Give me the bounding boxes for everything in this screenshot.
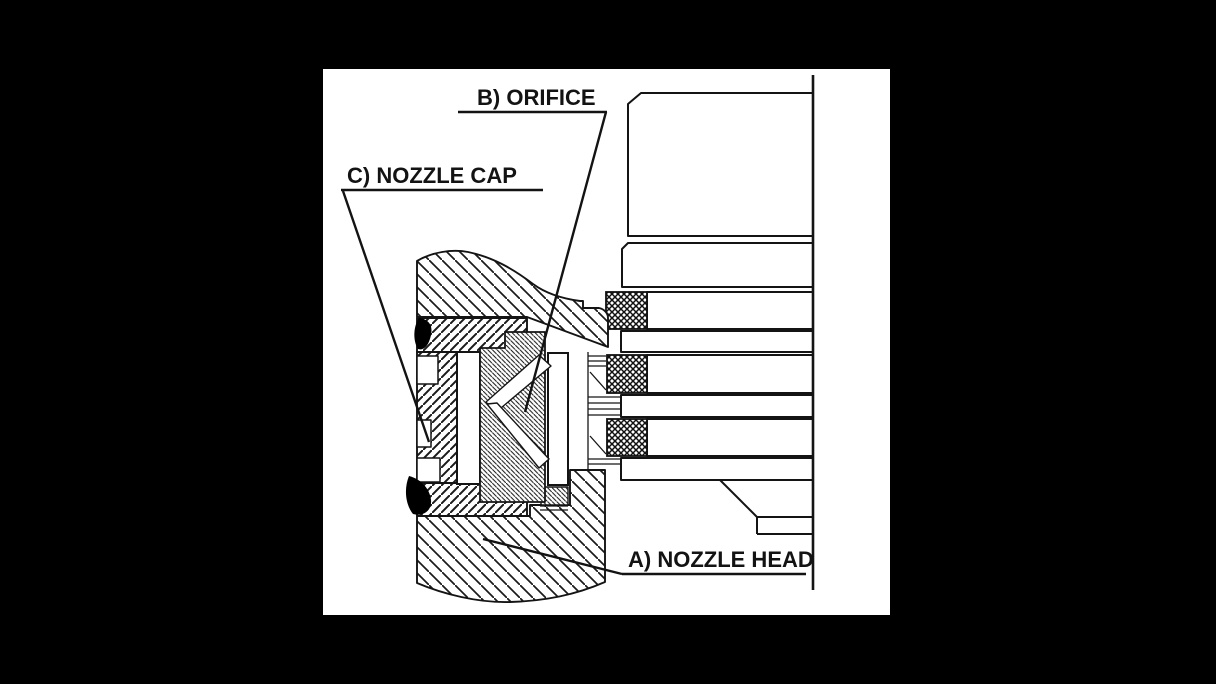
- body-strip-5: [646, 418, 814, 457]
- label-nozzle-head: A) NOZZLE HEAD: [628, 547, 814, 572]
- label-nozzle-cap: C) NOZZLE CAP: [347, 163, 517, 188]
- label-nozzle-cap-leader: [341, 190, 431, 443]
- orifice-insert: [479, 331, 552, 503]
- body-step-diagonal: [719, 479, 758, 518]
- gun-body: [620, 75, 815, 590]
- retainer-rings: [456, 351, 569, 486]
- seal-top: [414, 318, 432, 350]
- body-strip-3: [646, 354, 814, 394]
- body-strip-1: [646, 291, 814, 330]
- packing-seal-3: [606, 418, 648, 457]
- label-orifice-leader: [523, 111, 608, 413]
- body-strip-4: [620, 394, 814, 418]
- body-band: [621, 242, 814, 288]
- rubber-seals: [405, 318, 432, 515]
- body-step-notch: [756, 516, 813, 535]
- retainer-ring-right: [547, 352, 569, 486]
- packing-seal-1: [605, 291, 648, 330]
- cap-notch-1: [416, 355, 439, 385]
- head-inner-corner-lines: [540, 505, 568, 511]
- nozzle-head-lower-section: [416, 469, 606, 603]
- body-finger-lands: [587, 352, 620, 470]
- nozzle-head: [416, 249, 609, 603]
- cap-notch-3: [416, 457, 441, 483]
- seal-bottom: [405, 476, 432, 515]
- retainer-ring-left: [456, 351, 481, 485]
- body-strip-6: [620, 457, 814, 481]
- packing-seals: [605, 291, 648, 457]
- body-strip-2: [620, 330, 814, 353]
- orifice-channel-lower: [486, 402, 550, 469]
- packing-seal-2: [606, 354, 648, 394]
- label-orifice: B) ORIFICE: [477, 85, 596, 110]
- body-upper-block: [627, 92, 814, 237]
- label-nozzle-head-leader: [482, 537, 623, 576]
- nozzle-head-upper-section: [416, 249, 609, 348]
- callouts: B) ORIFICE C) NOZZLE CAP A) NOZZLE HEAD: [341, 85, 814, 576]
